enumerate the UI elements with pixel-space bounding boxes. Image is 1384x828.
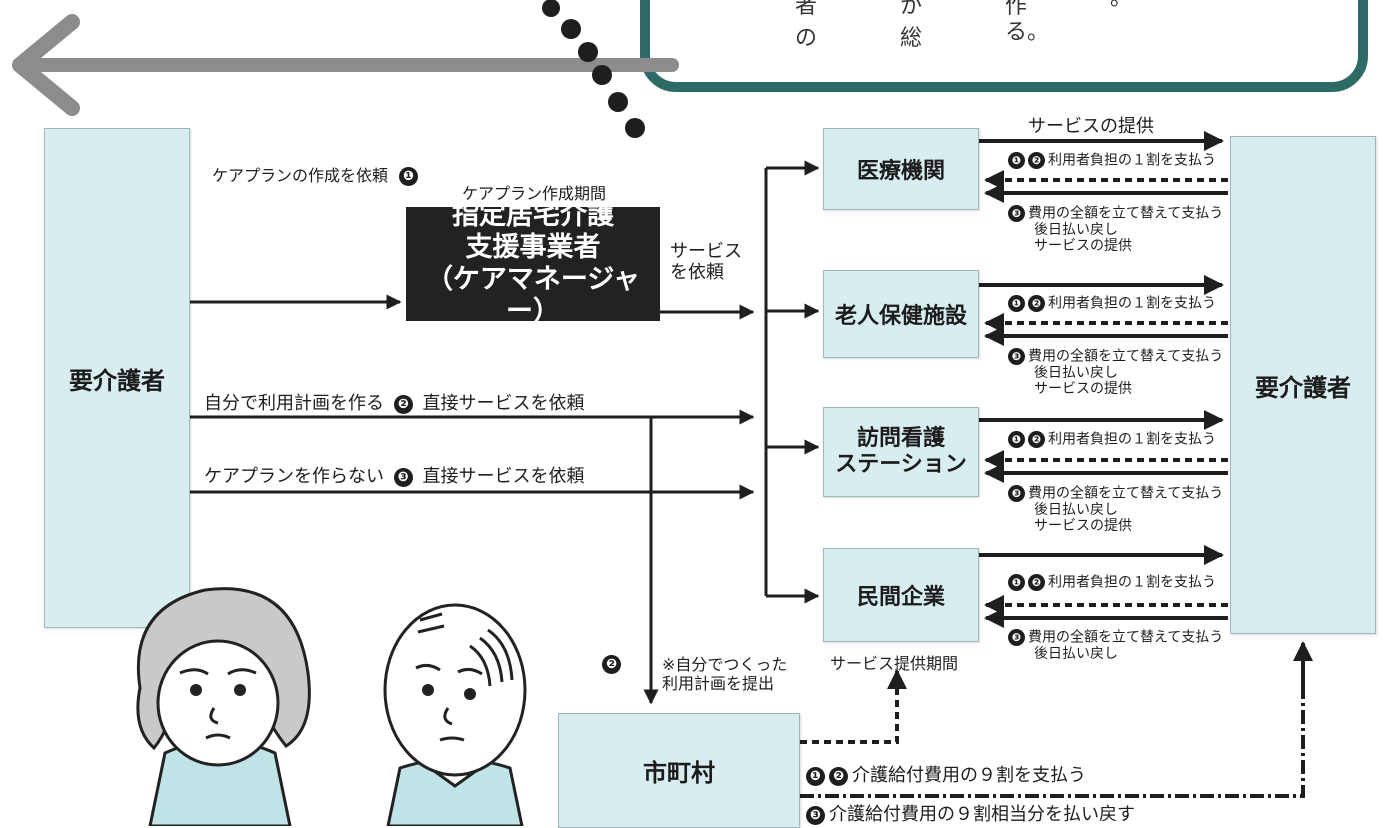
bubble-text-fragment: 。 <box>1110 0 1132 12</box>
service-provision-label: サービスの提供 <box>1028 116 1154 137</box>
elderly-woman-illustration <box>136 587 311 826</box>
provider-home-nursing-station: 訪問看護 ステーション <box>823 407 979 497</box>
marker-3-icon: ❸ <box>1008 348 1025 365</box>
bubble-text-fragment: か <box>900 0 923 19</box>
service-period-label: サービス提供期間 <box>830 654 959 673</box>
marker-1-icon: ❶ <box>1008 152 1025 169</box>
care-recipient-left-box: 要介護者 <box>44 128 190 628</box>
bubble-text-fragment: 作 <box>1005 0 1028 19</box>
gray-back-arrow <box>12 14 679 116</box>
marker-1-icon: ❶ <box>806 766 825 786</box>
bubble-text-fragment: 総 <box>900 26 923 51</box>
marker-2-icon: ❷ <box>1028 431 1045 448</box>
service-provision-label: サービスの提供 <box>1034 518 1132 534</box>
route-no-plan-label: ケアプランを作らない ❸ 直接サービスを依頼 <box>204 466 585 487</box>
submit-plan-note: ※自分でつくった 利用計画を提出 <box>662 655 788 694</box>
route-self-plan-label: 自分で利用計画を作る ❷ 直接サービスを依頼 <box>204 393 585 414</box>
bubble-text-fragment: 者 <box>795 0 818 19</box>
marker-2-icon: ❷ <box>393 394 413 414</box>
marker-1-icon: ❶ <box>1008 431 1025 448</box>
bubble-text-fragment: る。 <box>1005 20 1050 45</box>
care-recipient-left-label: 要介護者 <box>69 366 165 395</box>
dot-chain <box>542 0 645 138</box>
marker-2-icon: ❷ <box>1028 152 1045 169</box>
refund-label: 後日払い戻し <box>1034 646 1118 662</box>
care-recipient-right-box: 要介護者 <box>1230 136 1376 634</box>
care-manager-box: 指定居宅介護 支援事業者 （ケアマネージャー） <box>406 200 660 327</box>
municipality-box: 市町村 <box>558 713 800 828</box>
marker-2-icon: ❷ <box>829 766 848 786</box>
route-2-marker: ❷ <box>602 654 625 674</box>
speech-bubble <box>640 0 1368 92</box>
refund-label: 後日払い戻し <box>1034 222 1118 238</box>
marker-1-icon: ❶ <box>1008 295 1025 312</box>
care-plan-period-label: ケアプラン作成期間 <box>462 184 607 203</box>
marker-3-icon: ❸ <box>1008 485 1025 502</box>
refund-label: 後日払い戻し <box>1034 502 1118 518</box>
care-plan-request-label: ケアプランの作成を依頼 ❶ <box>212 162 422 186</box>
marker-3-icon: ❸ <box>806 805 825 825</box>
marker-3-icon: ❸ <box>393 467 413 487</box>
marker-1-icon: ❶ <box>1008 574 1025 591</box>
marker-3-icon: ❸ <box>1008 205 1025 222</box>
marker-1-icon: ❶ <box>399 167 419 186</box>
service-provision-label: サービスの提供 <box>1034 238 1132 254</box>
refund-label: 後日払い戻し <box>1034 365 1118 381</box>
marker-2-icon: ❷ <box>602 655 621 674</box>
provider-medical-institution: 医療機関 <box>823 128 979 210</box>
care-recipient-right-label: 要介護者 <box>1255 373 1351 402</box>
marker-2-icon: ❷ <box>1028 574 1045 591</box>
provider-geriatric-facility: 老人保健施設 <box>823 270 979 358</box>
bubble-text-fragment: の <box>795 26 818 51</box>
service-provision-label: サービスの提供 <box>1034 381 1132 397</box>
provider-private-company: 民間企業 <box>823 548 979 642</box>
marker-2-icon: ❷ <box>1028 295 1045 312</box>
municipality-label: 市町村 <box>643 759 715 787</box>
service-request-label: サービス を依頼 <box>670 241 742 283</box>
marker-3-icon: ❸ <box>1008 629 1025 646</box>
elderly-man-illustration <box>383 603 527 826</box>
